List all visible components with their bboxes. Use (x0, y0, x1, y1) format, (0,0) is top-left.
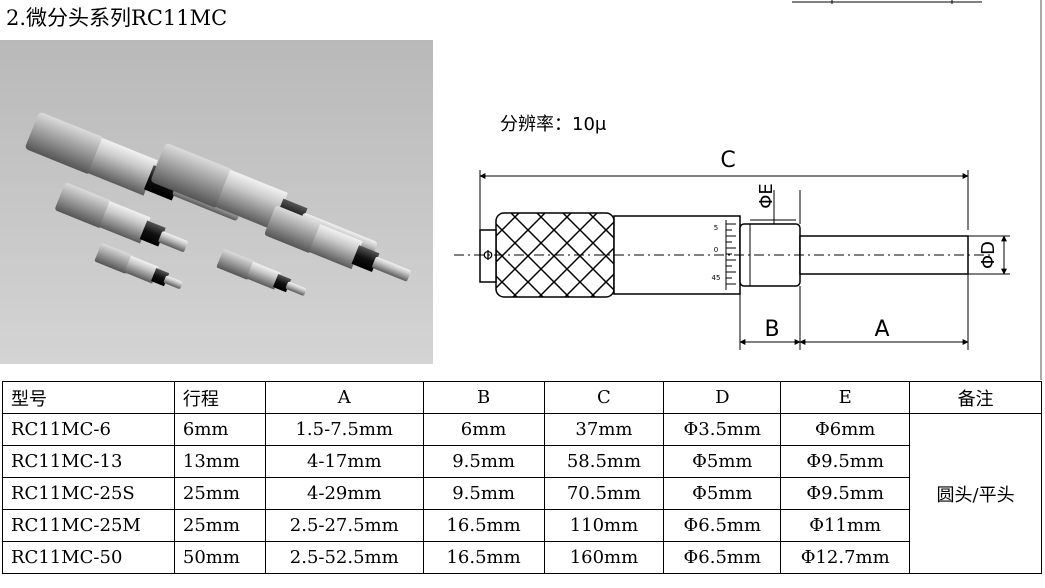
header-model: 型号 (2, 381, 175, 414)
table-header-row: 型号 行程 A B C D E 备注 (2, 381, 1042, 414)
cell-e: Φ12.7mm (780, 541, 911, 574)
dim-c-label: C (720, 148, 735, 173)
cell-model: RC11MC-50 (2, 541, 175, 574)
cell-remark: 圆头/平头 (909, 413, 1042, 574)
scale-label-0: 0 (714, 246, 718, 254)
table-row: RC11MC-13 13mm 4-17mm 9.5mm 58.5mm Φ5mm … (2, 445, 1042, 478)
cell-a: 2.5-27.5mm (264, 509, 424, 542)
cell-a: 2.5-52.5mm (264, 541, 424, 574)
cell-model: RC11MC-6 (2, 413, 175, 446)
cell-c: 110mm (543, 509, 665, 542)
cell-a: 4-17mm (264, 445, 424, 478)
cell-b: 9.5mm (422, 445, 545, 478)
cell-e: Φ11mm (780, 509, 911, 542)
cell-a: 4-29mm (264, 477, 424, 510)
header-remark: 备注 (909, 381, 1042, 414)
header-a: A (264, 381, 424, 414)
scale-label-5: 5 (714, 224, 718, 232)
specification-table: 型号 行程 A B C D E 备注 RC11MC-6 6mm 1.5-7.5m… (2, 381, 1042, 574)
cell-a: 1.5-7.5mm (264, 413, 424, 446)
cell-stroke: 6mm (173, 413, 266, 446)
cell-b: 16.5mm (422, 541, 545, 574)
table-row: RC11MC-25M 25mm 2.5-27.5mm 16.5mm 110mm … (2, 509, 1042, 542)
cell-stroke: 13mm (173, 445, 266, 478)
cell-model: RC11MC-13 (2, 445, 175, 478)
cell-d: Φ6.5mm (663, 509, 782, 542)
cell-b: 16.5mm (422, 509, 545, 542)
cell-d: Φ6.5mm (663, 541, 782, 574)
header-b: B (422, 381, 545, 414)
cell-stroke: 25mm (173, 477, 266, 510)
top-right-fragment (792, 0, 982, 4)
cell-e: Φ9.5mm (780, 477, 911, 510)
cell-model: RC11MC-25M (2, 509, 175, 542)
cell-d: Φ3.5mm (663, 413, 782, 446)
product-photo (0, 40, 433, 364)
page-right-border (1040, 0, 1042, 380)
technical-drawing: C Φ 5 0 45 ΦE ΦD B A (454, 148, 1010, 350)
cell-stroke: 25mm (173, 509, 266, 542)
dim-phi-label: Φ (483, 249, 493, 264)
cell-c: 160mm (543, 541, 665, 574)
cell-b: 9.5mm (422, 477, 545, 510)
cell-stroke: 50mm (173, 541, 266, 574)
cell-c: 70.5mm (543, 477, 665, 510)
dim-e-label: ΦE (756, 183, 777, 209)
cell-d: Φ5mm (663, 445, 782, 478)
cell-e: Φ6mm (780, 413, 911, 446)
header-e: E (780, 381, 911, 414)
scale-label-45: 45 (712, 274, 721, 282)
cell-b: 6mm (422, 413, 545, 446)
page-title: 2.微分头系列RC11MC (6, 6, 228, 30)
cell-c: 58.5mm (543, 445, 665, 478)
table-row: RC11MC-50 50mm 2.5-52.5mm 16.5mm 160mm Φ… (2, 541, 1042, 574)
dim-d-label: ΦD (978, 241, 999, 269)
table-row: RC11MC-25S 25mm 4-29mm 9.5mm 70.5mm Φ5mm… (2, 477, 1042, 510)
cell-d: Φ5mm (663, 477, 782, 510)
cell-c: 37mm (543, 413, 665, 446)
cell-model: RC11MC-25S (2, 477, 175, 510)
header-c: C (543, 381, 665, 414)
cell-e: Φ9.5mm (780, 445, 911, 478)
resolution-label: 分辨率：10μ (500, 114, 607, 135)
dim-a-label: A (874, 317, 889, 342)
dim-b-label: B (764, 317, 779, 342)
header-stroke: 行程 (173, 381, 266, 414)
table-row: RC11MC-6 6mm 1.5-7.5mm 6mm 37mm Φ3.5mm Φ… (2, 413, 1042, 574)
header-d: D (663, 381, 782, 414)
